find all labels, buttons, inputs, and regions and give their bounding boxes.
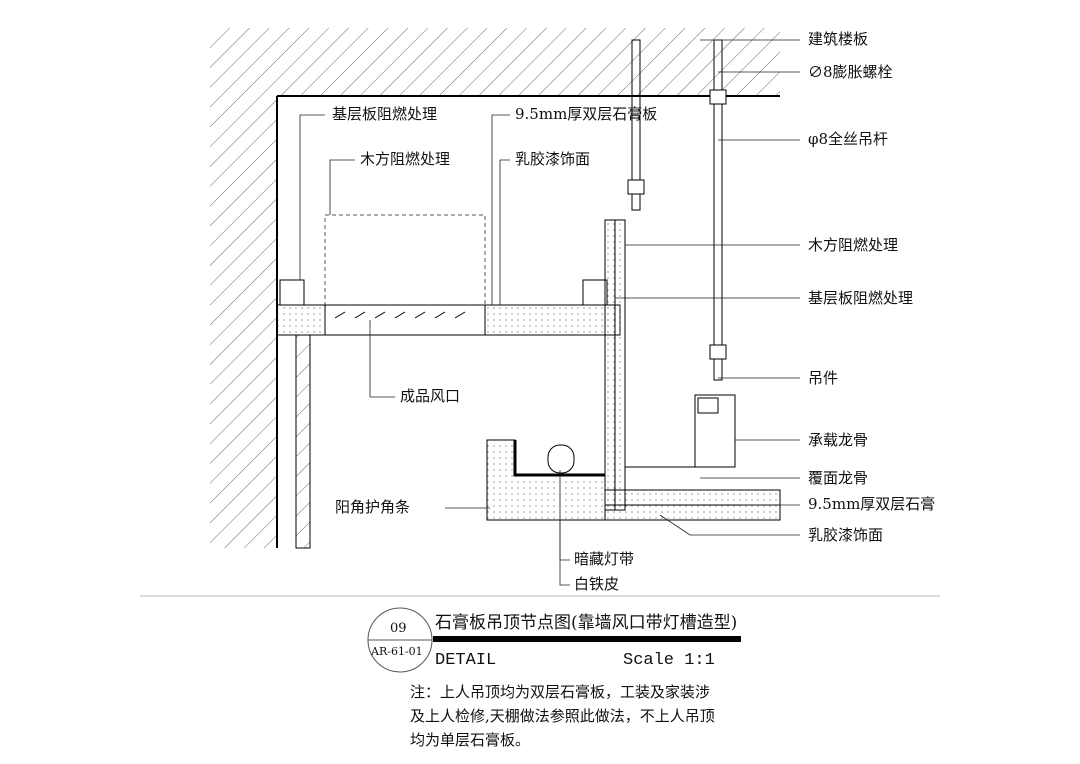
label-left-timber: 木方阻燃处理	[360, 150, 451, 168]
label-latex-paint: 乳胶漆饰面	[808, 526, 884, 544]
concrete-slab	[210, 28, 780, 97]
label-tin-sheet: 白铁皮	[574, 575, 620, 593]
leader-lines	[299, 39, 800, 586]
label-corner-bead: 阳角护角条	[335, 498, 411, 516]
title-underline	[433, 636, 741, 642]
drawing-title: 石膏板吊顶节点图(靠墙风口带灯槽造型)	[435, 613, 738, 633]
detail-label: DETAIL	[435, 651, 497, 670]
label-center-paint: 乳胶漆饰面	[515, 150, 591, 168]
wall-board-strip	[295, 334, 311, 549]
label-timber-fireproof: 木方阻燃处理	[808, 236, 899, 254]
label-hanger: 吊件	[808, 369, 839, 387]
trough-wall-board	[604, 219, 626, 511]
label-led-strip: 暗藏灯带	[574, 550, 635, 568]
label-main-keel: 承载龙骨	[808, 431, 869, 449]
label-cover-keel: 覆面龙骨	[808, 469, 869, 487]
note-line-3: 均为单层石膏板。	[410, 731, 531, 749]
air-vent	[324, 214, 486, 336]
light-trough	[486, 439, 606, 521]
label-vent: 成品风口	[400, 387, 461, 405]
concrete-wall	[210, 96, 278, 548]
note-line-1: 注：上人吊顶均为双层石膏板，工装及家装涉	[410, 683, 711, 701]
ceiling-board	[604, 466, 781, 521]
detail-number: 09	[390, 621, 407, 636]
note-line-2: 及上人检修,天棚做法参照此做法，不上人吊顶	[410, 707, 715, 725]
scale-label: Scale 1:1	[623, 651, 715, 670]
label-slab: 建筑楼板	[808, 30, 869, 48]
label-left-baseboard: 基层板阻燃处理	[332, 105, 438, 123]
sheet-number: AR-61-01	[371, 645, 423, 658]
label-expansion-bolt: ∅8膨胀螺栓	[808, 63, 893, 81]
label-baseboard-fireproof: 基层板阻燃处理	[808, 289, 914, 307]
label-gypsum-board: 9.5mm厚双层石膏	[808, 495, 936, 513]
label-hanger-rod: φ8全丝吊杆	[808, 130, 889, 148]
detail-bubble	[367, 607, 433, 673]
label-center-gypsum: 9.5mm厚双层石膏板	[515, 105, 658, 123]
